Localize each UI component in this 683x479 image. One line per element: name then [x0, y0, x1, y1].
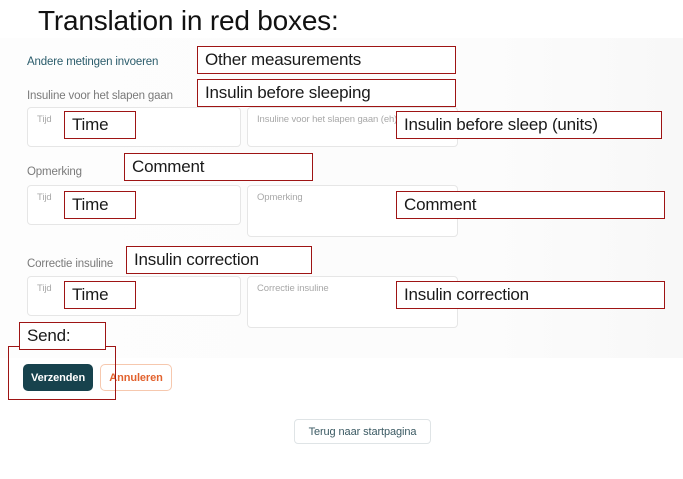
annotation-comment-field: Comment [396, 191, 665, 219]
time-input-1-placeholder: Tijd [37, 114, 52, 125]
annotation-insulin-correction-field: Insulin correction [396, 281, 665, 309]
comment-textarea-placeholder: Opmerking [257, 192, 303, 203]
back-to-homepage-button[interactable]: Terug naar startpagina [294, 419, 431, 444]
annotation-insulin-before-sleep-units: Insulin before sleep (units) [396, 111, 662, 139]
annotation-other-measurements: Other measurements [197, 46, 456, 74]
annotation-send-group-box [8, 346, 116, 400]
form-section-label-insulin-correction: Correctie insuline [27, 258, 114, 270]
annotation-time-1: Time [64, 111, 136, 139]
annotation-comment-label: Comment [124, 153, 313, 181]
annotation-time-3: Time [64, 281, 136, 309]
annotation-time-2: Time [64, 191, 136, 219]
annotation-insulin-before-sleeping: Insulin before sleeping [197, 79, 456, 107]
time-input-2-placeholder: Tijd [37, 192, 52, 203]
cancel-button[interactable]: Annuleren [100, 364, 172, 391]
page-title: Translation in red boxes: [38, 5, 339, 36]
annotation-send: Send: [19, 322, 106, 350]
time-input-3-placeholder: Tijd [37, 283, 52, 294]
insulin-correction-textarea-placeholder: Correctie insuline [257, 283, 329, 294]
insulin-before-sleep-input-placeholder: Insuline voor het slapen gaan (eh) [257, 114, 398, 125]
submit-button[interactable]: Verzenden [23, 364, 93, 391]
form-section-label-other-measurements: Andere metingen invoeren [27, 56, 159, 68]
form-section-label-comment: Opmerking [27, 166, 82, 178]
form-section-label-insulin-before-sleep: Insuline voor het slapen gaan [27, 90, 173, 102]
annotation-insulin-correction-label: Insulin correction [126, 246, 312, 274]
